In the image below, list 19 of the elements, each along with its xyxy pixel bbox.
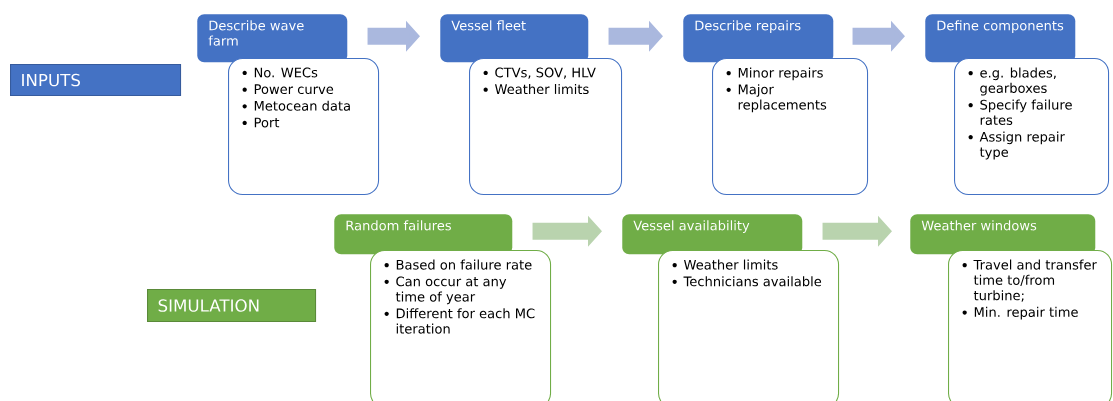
step-box: Define components bbox=[925, 14, 1076, 63]
step-box: Weather windows bbox=[910, 214, 1096, 255]
step-box: Vessel fleet bbox=[440, 14, 589, 63]
node-label: e.g. blades, gearboxes bbox=[980, 67, 1056, 96]
bullet-list-box: Travel and transfer time to/from turbine; Min. repair time bbox=[948, 250, 1113, 401]
step-box: Random failures bbox=[334, 214, 513, 255]
step-box: Vessel availability bbox=[622, 214, 803, 255]
node-label: Assign repair type bbox=[979, 131, 1065, 160]
bullet-list-box: Minor repairs Major replacements bbox=[712, 58, 869, 196]
bullet-list-box: Based on failure rate Can occur at any time of year Different for each MC iteration bbox=[370, 250, 552, 401]
bullet-list-box: e.g. blades, gearboxes Specify failure rates Assign repair type bbox=[954, 58, 1110, 196]
bullet-list-box: CTVs, SOV, HLV Weather limits bbox=[469, 58, 623, 196]
section-label: SIMULATION bbox=[147, 289, 317, 323]
bullet-list-box: Weather limits Technicians available bbox=[658, 250, 840, 401]
step-box: Describe repairs bbox=[683, 14, 834, 63]
bullet-list-box: No. WECs Power curve Metocean data Port bbox=[228, 58, 380, 196]
step-box: Describe wave farm bbox=[197, 14, 348, 63]
node-label: Specify failure rates bbox=[980, 99, 1072, 125]
section-label: INPUTS bbox=[10, 64, 182, 97]
